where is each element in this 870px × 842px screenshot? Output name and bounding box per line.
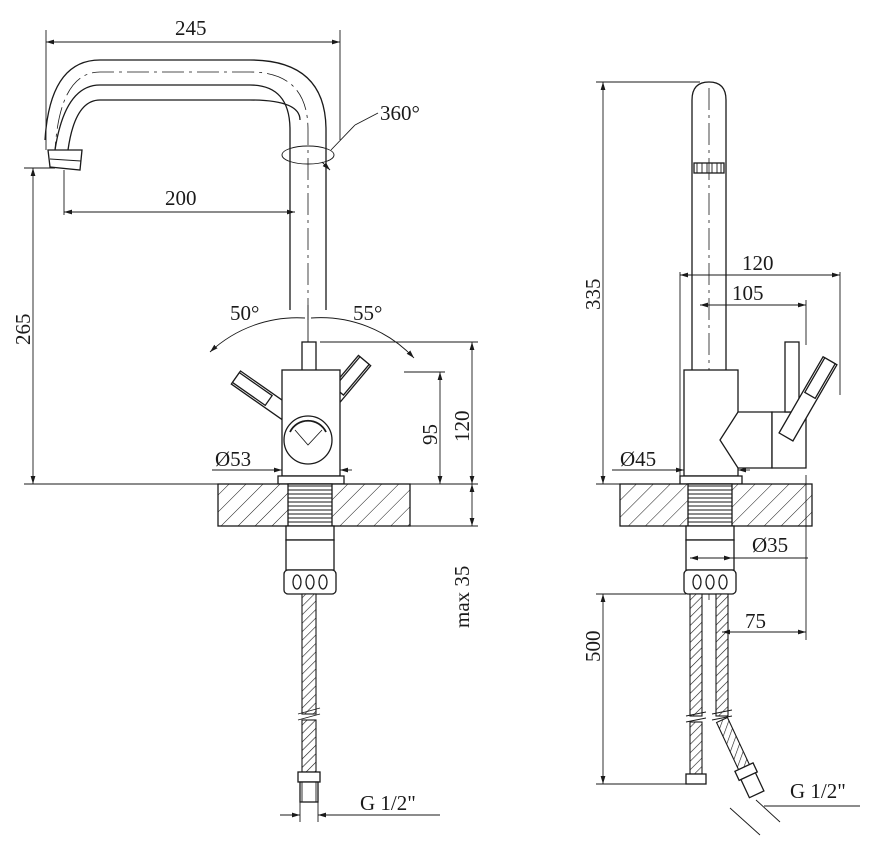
label-thread-front: G 1/2" xyxy=(360,791,416,815)
front-view: 245 200 360° 265 50° 55° 95 120 Ø53 xyxy=(11,16,478,822)
label-swivel-angle: 360° xyxy=(380,101,420,125)
swivel-ring xyxy=(281,145,335,165)
dim-side-depth-120: 120 xyxy=(742,251,774,275)
dim-side-height: 335 xyxy=(581,279,605,311)
side-body xyxy=(679,341,838,485)
front-fixing-nut xyxy=(283,525,337,595)
label-thread-side: G 1/2" xyxy=(790,779,846,803)
dim-hose-spacing: 75 xyxy=(745,609,766,633)
dim-max-thickness: max 35 xyxy=(450,566,474,628)
dim-front-width: 245 xyxy=(175,16,207,40)
dim-body-diameter-side: Ø45 xyxy=(620,447,656,471)
front-cartridge-circle xyxy=(283,415,333,465)
dim-hose-length: 500 xyxy=(581,631,605,663)
label-right-lever-angle: 55° xyxy=(353,301,382,325)
dim-lever-height-95: 95 xyxy=(418,424,442,445)
front-body xyxy=(277,369,345,485)
front-hose xyxy=(297,593,321,803)
front-spout xyxy=(44,59,356,320)
side-view: 335 120 105 Ø45 Ø35 500 75 G 1/2" xyxy=(581,81,860,836)
dim-shank-diameter: Ø35 xyxy=(752,533,788,557)
side-hoses xyxy=(685,593,765,799)
dim-front-height: 265 xyxy=(11,314,35,346)
dim-spout-reach: 200 xyxy=(165,186,197,210)
dim-side-depth-105: 105 xyxy=(732,281,764,305)
label-left-lever-angle: 50° xyxy=(230,301,259,325)
dim-lever-height-120: 120 xyxy=(450,411,474,443)
dim-body-diameter-front: Ø53 xyxy=(215,447,251,471)
side-fixing-nut xyxy=(683,525,737,595)
